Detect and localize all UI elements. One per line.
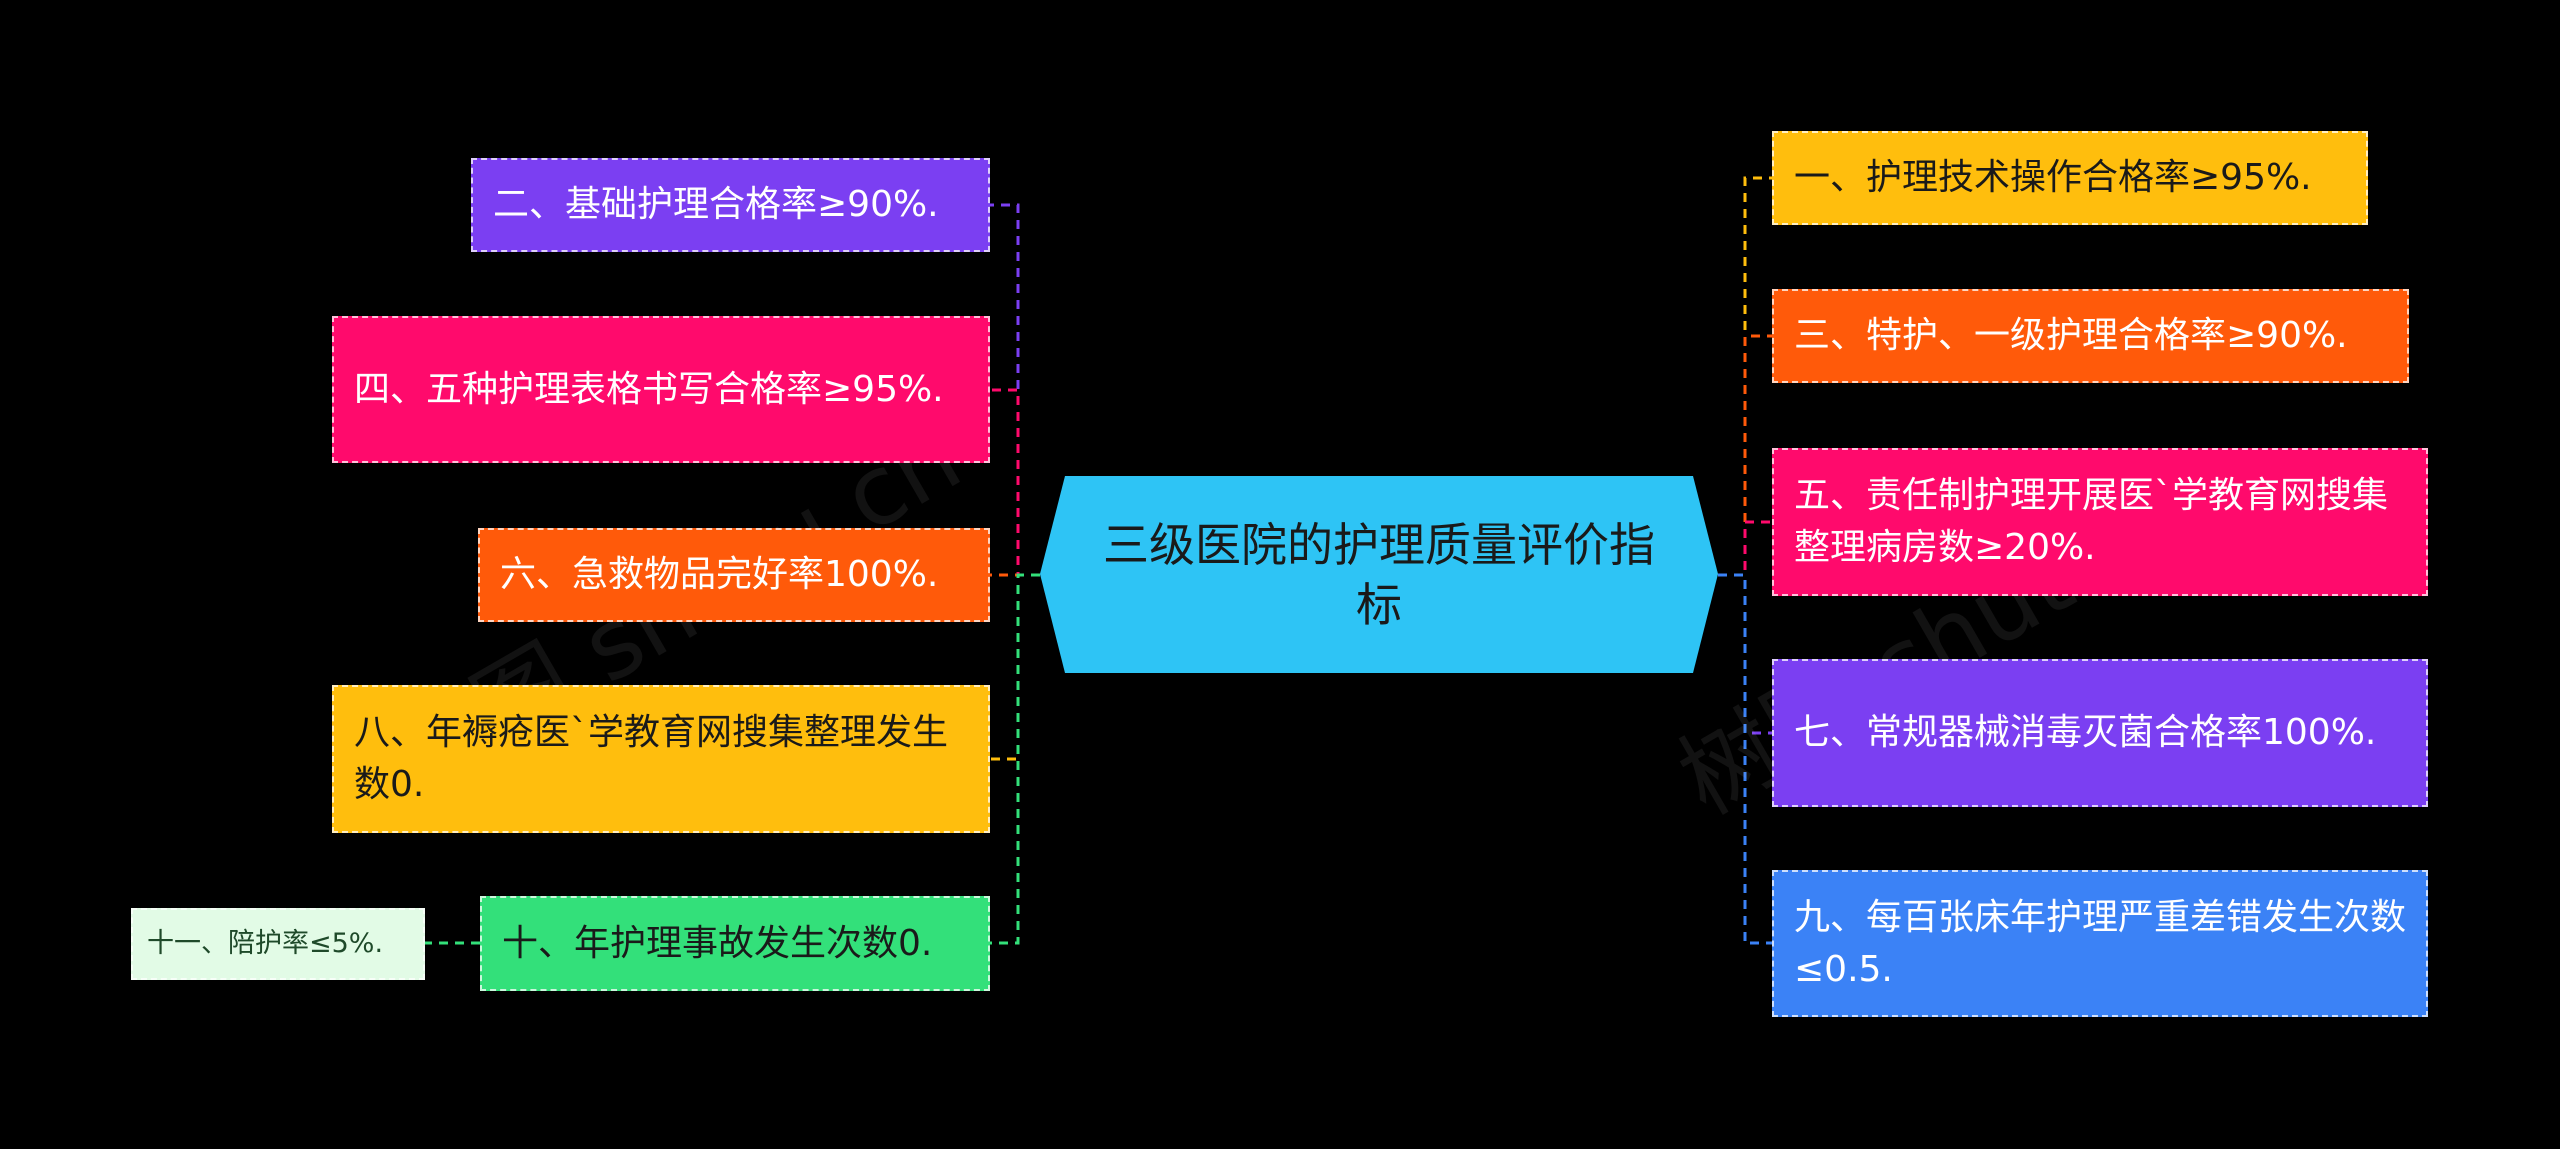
node-nursing-accident-count[interactable]: 十、年护理事故发生次数0. <box>480 896 990 991</box>
node-technical-operation-pass-rate[interactable]: 一、护理技术操作合格率≥95%. <box>1772 131 2368 225</box>
node-instrument-sterilization-rate[interactable]: 七、常规器械消毒灭菌合格率100%. <box>1772 659 2428 807</box>
central-topic[interactable]: 三级医院的护理质量评价指标 <box>1040 476 1718 673</box>
connector-right-3 <box>1718 520 1772 577</box>
node-nursing-forms-pass-rate[interactable]: 四、五种护理表格书写合格率≥95%. <box>332 316 990 463</box>
node-emergency-supplies-rate[interactable]: 六、急救物品完好率100%. <box>478 528 990 622</box>
node-special-care-pass-rate[interactable]: 三、特护、一级护理合格率≥90%. <box>1772 289 2409 383</box>
connector-left-5 <box>990 573 1040 945</box>
connector-right-2 <box>1718 334 1772 577</box>
connector-right-4 <box>1718 573 1772 735</box>
connector-left-4 <box>990 573 1040 761</box>
central-topic-hexagon <box>1040 476 1718 673</box>
node-bedsore-count[interactable]: 八、年褥疮医`学教育网搜集整理发生数0. <box>332 685 990 833</box>
node-basic-nursing-pass-rate[interactable]: 二、基础护理合格率≥90%. <box>471 158 990 252</box>
node-responsibility-nursing-wards[interactable]: 五、责任制护理开展医`学教育网搜集整理病房数≥20%. <box>1772 448 2428 596</box>
connector-left-1 <box>990 203 1040 577</box>
central-topic-shape <box>1040 476 1718 673</box>
connector-left-2 <box>990 388 1040 577</box>
connector-right-5 <box>1718 573 1772 945</box>
node-escort-rate[interactable]: 十一、陪护率≤5%. <box>131 908 425 980</box>
node-serious-nursing-errors[interactable]: 九、每百张床年护理严重差错发生次数≤0.5. <box>1772 870 2428 1017</box>
central-topic-label: 三级医院的护理质量评价指标 <box>1103 517 1655 632</box>
